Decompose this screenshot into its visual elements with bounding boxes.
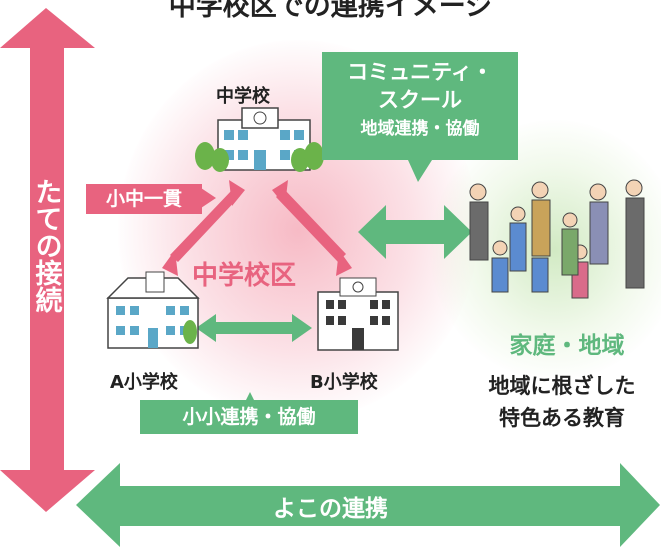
- family-region-label: 家庭・地域: [509, 333, 625, 359]
- community-line-2: スクール: [378, 88, 462, 112]
- shochu-badge: 小中一貫: [86, 184, 202, 214]
- middle-school-building: [195, 107, 324, 172]
- community-pointer: [408, 160, 432, 182]
- community-school-badge: コミュニティ・ スクール 地域連携・協働: [322, 52, 518, 160]
- school-a-label: A小学校: [110, 372, 178, 393]
- community-people: [469, 179, 645, 299]
- vertical-arrow: [0, 8, 95, 512]
- district-to-community-arrow: [358, 205, 472, 259]
- education-line-1: 地域に根ざした: [488, 374, 636, 398]
- a-to-b-arrow: [196, 314, 312, 342]
- school-b-building: [317, 277, 399, 351]
- school-b-label: B小学校: [310, 372, 378, 393]
- shochu-pointer: [201, 188, 216, 208]
- vertical-axis-text: たての接続: [30, 178, 62, 313]
- district-label: 中学校区: [192, 261, 297, 291]
- middle-school-label: 中学校: [216, 86, 270, 107]
- community-line-1: コミュニティ・: [347, 60, 493, 84]
- community-sub: 地域連携・協働: [360, 119, 480, 139]
- horizontal-axis-label: よこの連携: [273, 496, 388, 522]
- vertical-axis-label: たての接続: [28, 178, 64, 313]
- ms-to-a-arrow: [162, 180, 245, 276]
- education-text: 地域に根ざした 特色ある教育: [462, 370, 661, 434]
- horizontal-arrow: [76, 463, 660, 547]
- education-line-2: 特色ある教育: [499, 406, 625, 430]
- ms-to-b-arrow: [272, 180, 352, 276]
- school-a-building: [106, 271, 200, 349]
- shosho-badge: 小小連携・協働: [140, 400, 358, 434]
- page-title: 中学校区での連携イメージ: [168, 0, 493, 22]
